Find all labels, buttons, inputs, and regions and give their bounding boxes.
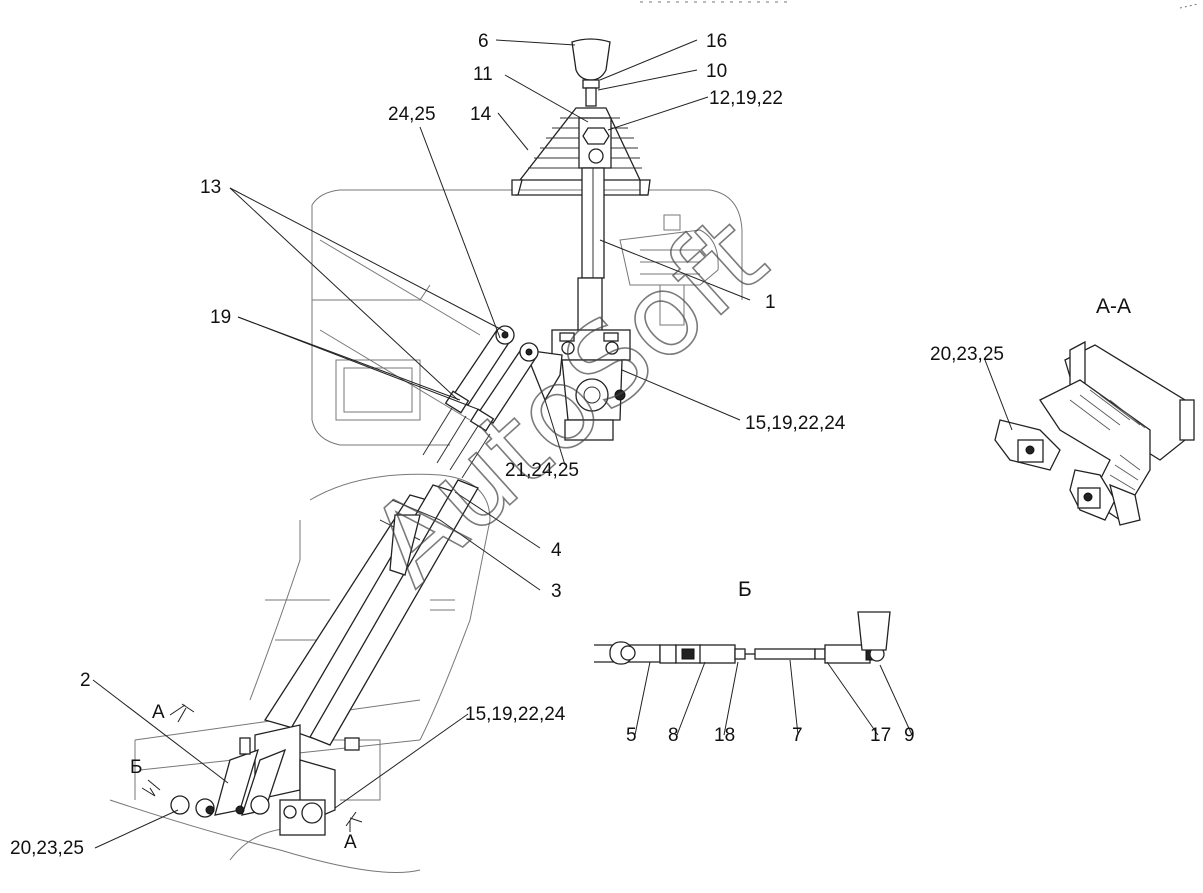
callout-24-25: 24,25 <box>388 104 436 125</box>
callout-14: 14 <box>470 104 492 125</box>
callout-8: 8 <box>668 725 679 746</box>
section-marker-a-top: А <box>152 702 165 723</box>
callout-10: 10 <box>706 61 727 82</box>
autosoft-watermark: AutoSoft <box>346 192 790 610</box>
lever-bracket <box>523 329 631 441</box>
section-aa-view <box>994 340 1195 526</box>
callout-9: 9 <box>904 725 915 746</box>
callout-6: 6 <box>478 31 489 52</box>
section-marker-a-bottom: А <box>344 832 357 853</box>
shift-cables <box>263 407 491 746</box>
leader-lines <box>92 39 1013 849</box>
lever-clamp <box>578 117 612 169</box>
callout-21-24-25: 21,24,25 <box>505 460 579 481</box>
callout-15-19-22-24-upper: 15,19,22,24 <box>745 413 846 434</box>
cable-upper-ends <box>444 325 539 432</box>
callout-20-23-25-section-aa: 20,23,25 <box>930 344 1004 365</box>
callout-11: 11 <box>473 64 493 85</box>
callout-3: 3 <box>551 581 562 602</box>
callout-16: 16 <box>706 31 727 52</box>
callout-labels: 6 16 10 11 12,19,22 24,25 14 13 1 19 15,… <box>10 31 1004 859</box>
callout-18: 18 <box>714 725 735 746</box>
callout-13: 13 <box>200 177 221 198</box>
callout-19: 19 <box>210 307 231 328</box>
callout-20-23-25-main: 20,23,25 <box>10 838 84 859</box>
section-aa-title: А-А <box>1096 295 1131 318</box>
lower-selector-mechanism <box>170 724 360 836</box>
section-cut-arrows <box>141 703 363 827</box>
gear-lever-knob <box>571 38 611 107</box>
callout-17: 17 <box>870 725 891 746</box>
callout-7: 7 <box>792 725 803 746</box>
callout-1: 1 <box>765 292 776 313</box>
callout-4: 4 <box>551 540 562 561</box>
callout-12-19-22: 12,19,22 <box>709 88 783 109</box>
callout-15-19-22-24-lower: 15,19,22,24 <box>465 704 566 725</box>
top-edge-marks <box>640 1 1199 9</box>
section-b-title: Б <box>738 578 752 601</box>
callout-2: 2 <box>80 670 91 691</box>
section-b-view <box>594 611 891 665</box>
callout-5: 5 <box>626 725 637 746</box>
cab-housing-outline <box>311 189 743 446</box>
section-marker-b: Б <box>130 757 142 778</box>
